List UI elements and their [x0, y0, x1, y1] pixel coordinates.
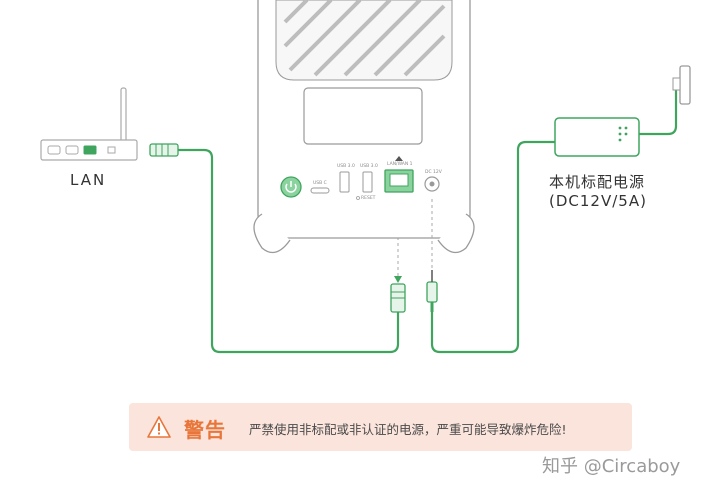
warning-text: 严禁使用非标配或非认证的电源，严重可能导致爆炸危险!	[249, 422, 567, 437]
port-label-reset: RESET	[361, 196, 376, 201]
warning-title: 警告	[184, 418, 226, 442]
device-illustration	[253, 0, 475, 254]
watermark: 知乎 @Circaboy	[542, 456, 681, 477]
power-spec-label: (DC12V/5A)	[549, 192, 647, 210]
lan-label: LAN	[70, 171, 107, 189]
port-label-dc: DC 12V	[425, 170, 442, 175]
warning-icon	[147, 416, 171, 438]
power-adapter-label: 本机标配电源	[549, 173, 646, 191]
power-adapter-illustration	[426, 65, 691, 354]
router-illustration	[40, 87, 138, 161]
lan-cable	[149, 143, 406, 354]
warning-banner: 警告 严禁使用非标配或非认证的电源，严重可能导致爆炸危险!	[129, 403, 632, 451]
port-label-lan: LAN/WAN 1	[387, 162, 413, 167]
port-label-usb-a-2: USB 3.0	[360, 164, 378, 169]
port-label-usb-c: USB C	[313, 181, 327, 186]
port-label-usb-a-1: USB 3.0	[337, 164, 355, 169]
